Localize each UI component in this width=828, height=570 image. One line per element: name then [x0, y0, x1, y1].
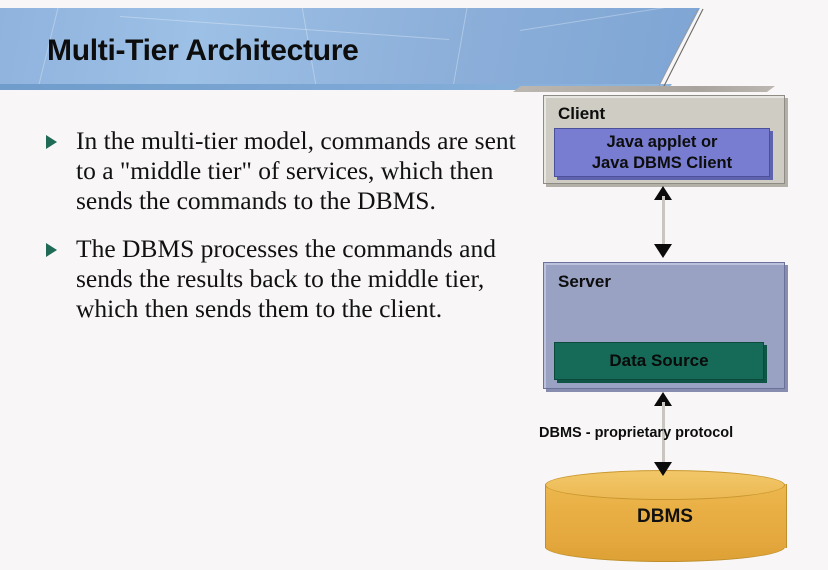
server-box-label: Server [558, 272, 611, 291]
server-box: Server Data Source [543, 262, 785, 389]
data-source-box: Data Source [554, 342, 764, 380]
banner-underline [0, 84, 672, 90]
java-applet-box: Java applet or Java DBMS Client [554, 128, 770, 177]
dbms-cylinder: DBMS [545, 470, 787, 562]
bullet-text: In the multi-tier model, commands are se… [76, 126, 516, 216]
server-database-arrow [654, 392, 672, 476]
client-box-highlight-left [544, 96, 546, 183]
client-server-arrow [654, 186, 672, 258]
triangle-bullet-icon [46, 135, 57, 149]
arrow-shaft [662, 196, 665, 248]
title-banner: Multi-Tier Architecture [0, 8, 704, 91]
dbms-label: DBMS [637, 506, 693, 527]
list-item: The DBMS processes the commands and send… [44, 234, 524, 324]
data-source-label: Data Source [609, 351, 709, 370]
java-applet-line-1: Java applet or [606, 133, 718, 152]
client-box-highlight-top [544, 96, 784, 98]
arrow-head-down-icon [654, 244, 672, 258]
server-box-highlight-left [544, 263, 546, 388]
arrow-head-down-icon [654, 462, 672, 476]
server-box-highlight-top [544, 263, 784, 265]
triangle-bullet-icon [46, 243, 57, 258]
client-box: Client Java applet or Java DBMS Client [543, 95, 785, 184]
banner-shadow-strip [513, 86, 775, 92]
arrow-shaft [662, 402, 665, 466]
banner-shape [0, 8, 700, 84]
page-title: Multi-Tier Architecture [47, 34, 359, 67]
bullet-list: In the multi-tier model, commands are se… [44, 126, 524, 342]
arrow-head-up-icon [654, 392, 672, 406]
arrow-head-up-icon [654, 186, 672, 200]
bullet-text: The DBMS processes the commands and send… [76, 234, 496, 324]
client-box-label: Client [558, 104, 606, 123]
java-applet-line-2: Java DBMS Client [591, 153, 733, 172]
protocol-label: DBMS - proprietary protocol [539, 425, 734, 441]
list-item: In the multi-tier model, commands are se… [44, 126, 524, 216]
